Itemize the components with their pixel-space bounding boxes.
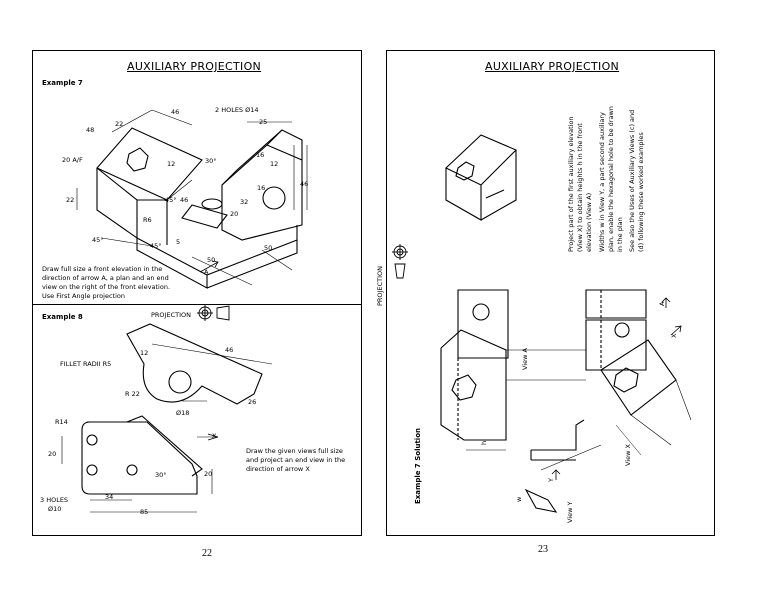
first-angle-projection-icon [197,304,233,322]
dim-5: 5 [176,238,181,246]
plan-hole-1 [87,435,97,445]
dim8-20b: 20 [204,470,213,478]
upper-part [127,324,262,404]
plan-base [82,422,197,494]
example7-label: Example 7 [42,79,83,87]
dim8-26: 26 [248,398,257,406]
upright-hole [263,187,285,209]
base-right [207,240,297,288]
dim-30deg: 30° [205,157,217,165]
right-projection-label: PROJECTION [376,266,384,306]
dim-20af: 20 A/F [62,156,83,164]
label-view-x: View X [624,444,632,466]
fillet-radii: FILLET RADII R5 [60,360,112,368]
dim-16b: 16 [257,184,266,192]
example7-instructions: Draw full size a front elevation in the … [42,265,171,300]
dim-46b: 46 [300,180,309,188]
dim8-dia10: Ø10 [48,505,62,513]
view-plan-right [586,290,646,370]
inclined-face [97,128,202,200]
small-iso-view [446,135,516,220]
plan-hole-3 [127,465,137,475]
dim-12b: 12 [270,160,279,168]
view-x [601,340,691,445]
dim8-34: 34 [105,493,114,501]
right-projection-symbol-icon [392,244,408,280]
dim8-18: Ø18 [176,409,190,417]
dim-r6: R6 [143,216,152,224]
view-a [441,290,508,450]
dim8-r14: R14 [55,418,68,426]
dim-2-holes: 2 HOLES Ø14 [215,106,259,114]
dim-45c: 45° [150,242,162,250]
right-page-number: 23 [538,544,548,555]
dim-16a: 16 [256,151,265,159]
label-view-a: View A [521,348,529,370]
dim-22b: 22 [66,196,75,204]
dim-48: 48 [86,126,95,134]
dim-46c: 46 [180,196,189,204]
arrow-x [208,434,218,440]
right-page [386,50,715,536]
label-w: w [515,496,523,502]
slot [182,205,227,228]
example8-label: Example 8 [42,313,83,321]
left-page-number: 22 [202,548,212,559]
left-page-title: AUXILIARY PROJECTION [127,60,262,73]
dim-45b: 45° [92,236,104,244]
dim8-20a: 20 [48,450,57,458]
dim-32: 32 [240,198,249,206]
example8-drawing [32,304,362,536]
inclined-block-front [137,200,167,245]
label-arrow-a: A [658,301,666,306]
dim-50b: 50 [207,256,216,264]
dim8-12: 12 [140,349,149,357]
label-arrow-x: X [670,333,678,338]
left-page [32,50,362,536]
upper-hole [169,371,191,393]
label-view-y: View Y [566,501,574,523]
dim-12a: 12 [167,160,176,168]
label-h: h [480,440,488,445]
inclined-block-side [97,168,137,238]
dim-50a: 50 [264,244,273,252]
left-divider [32,304,362,305]
arrow-x-right [671,326,681,335]
arrow-a-right [662,298,670,308]
plan-hole-2 [87,465,97,475]
dim8-3-holes: 3 HOLES [40,496,69,504]
dim-25: 25 [259,118,268,126]
arrow-a [200,261,218,272]
dim-45a: 45° [165,196,177,204]
dim8-30deg: 30° [155,471,167,479]
view-y [526,420,601,512]
dim8-85: 85 [140,508,149,516]
arrow-y-right [552,470,560,480]
example8-instructions: Draw the given views full size and proje… [246,447,346,473]
base-top [137,225,297,275]
solution-drawings [386,50,715,536]
dim-20: 20 [230,210,239,218]
dim8-r22: R 22 [125,390,140,398]
plan-inclined [127,416,202,476]
dim8-46: 46 [225,346,234,354]
upright-face [222,145,302,240]
arrow-x-label: X [212,432,217,440]
hex-hole [127,148,148,171]
example7-isometric-drawing [32,50,362,304]
arrow-a-label: A [204,268,209,276]
example8-projection-label: PROJECTION [151,311,191,319]
dim-22a: 22 [115,120,124,128]
label-arrow-y: Y [547,478,555,482]
right-page-title: AUXILIARY PROJECTION [485,60,620,73]
base-front [137,238,207,288]
dim-46a: 46 [171,108,180,116]
